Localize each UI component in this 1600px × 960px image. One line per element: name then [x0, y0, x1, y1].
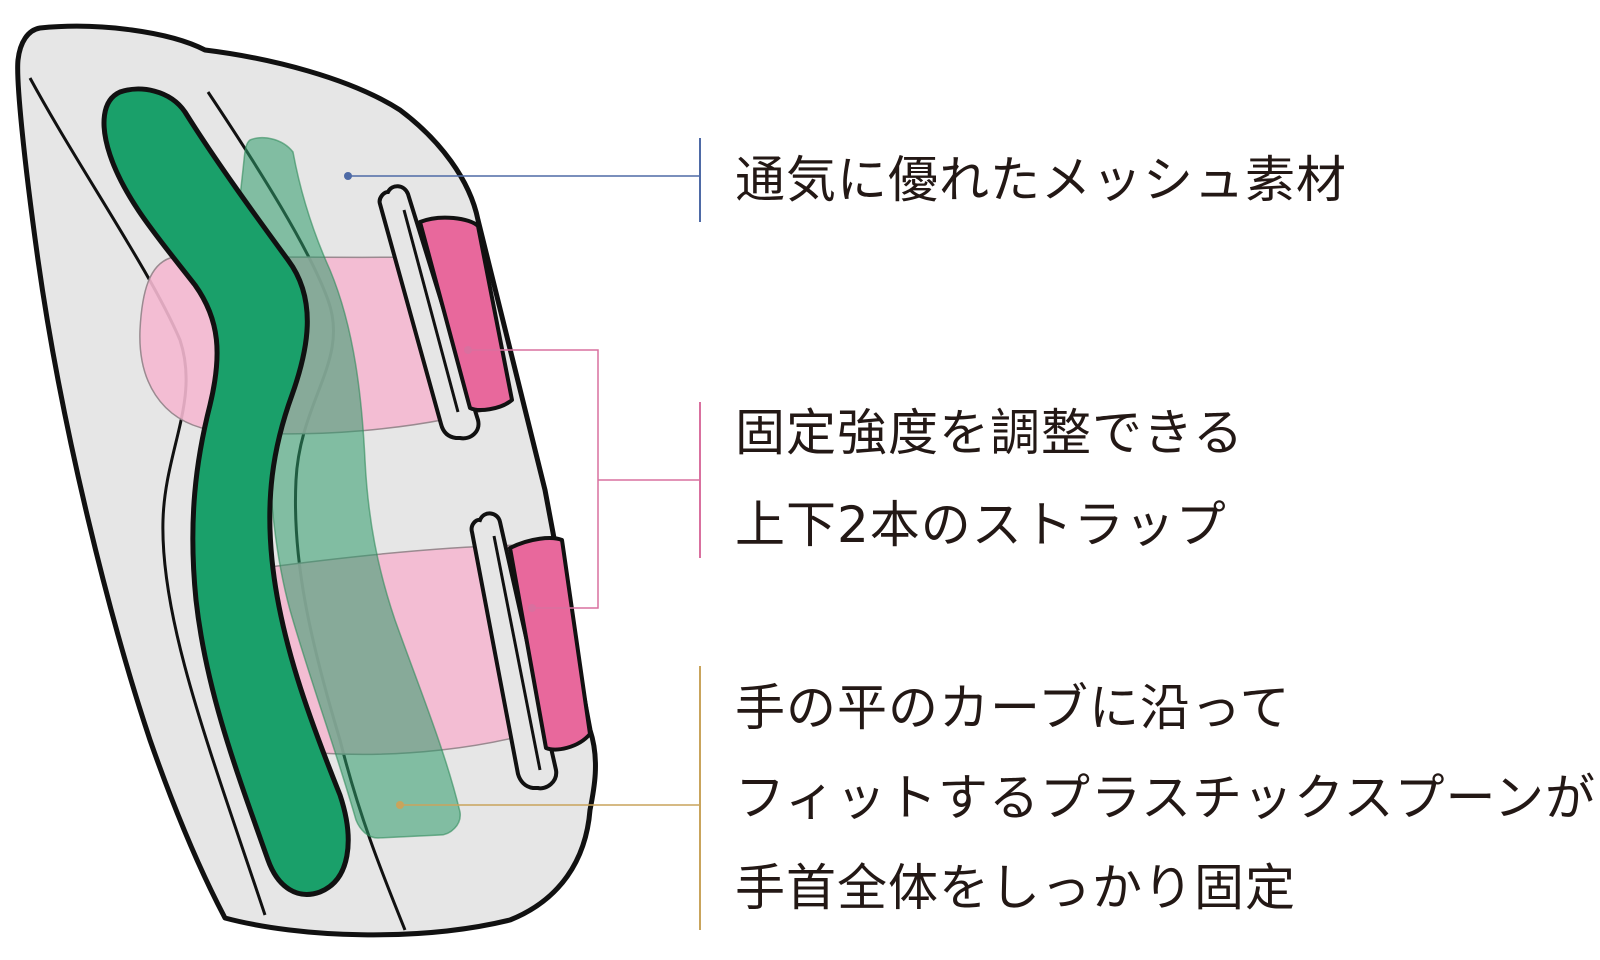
mesh-label: 通気に優れたメッシュ素材	[735, 151, 1347, 209]
upper-strap-slot	[377, 184, 481, 441]
lower-slot-inner	[492, 535, 542, 771]
mesh-label-group: 通気に優れたメッシュ素材	[735, 155, 1347, 205]
green-stay	[101, 86, 351, 897]
spoon-label-line-2: フィットするプラスチックスプーンが	[735, 769, 1596, 827]
strap-leader-bracket	[468, 349, 700, 609]
upper-strap-buckle	[418, 215, 514, 412]
lower-strap-slot	[469, 511, 559, 791]
spoon-label-line-1: 手の平のカーブに沿って	[735, 679, 1291, 737]
strap-label-group: 固定強度を調整できる 上下2本のストラップ	[735, 408, 1244, 550]
lower-strap-buckle	[508, 536, 592, 752]
strap-label-line-1: 固定強度を調整できる	[735, 404, 1244, 462]
brace-inner-line-left	[28, 77, 267, 916]
spoon-label-line-3: 手首全体をしっかり固定	[735, 859, 1296, 917]
upper-slot-inner	[402, 209, 460, 413]
strap-label-line-2: 上下2本のストラップ	[735, 496, 1227, 554]
spoon-label-group: 手の平のカーブに沿って フィットするプラスチックスプーンが 手首全体をしっかり固…	[735, 683, 1596, 913]
